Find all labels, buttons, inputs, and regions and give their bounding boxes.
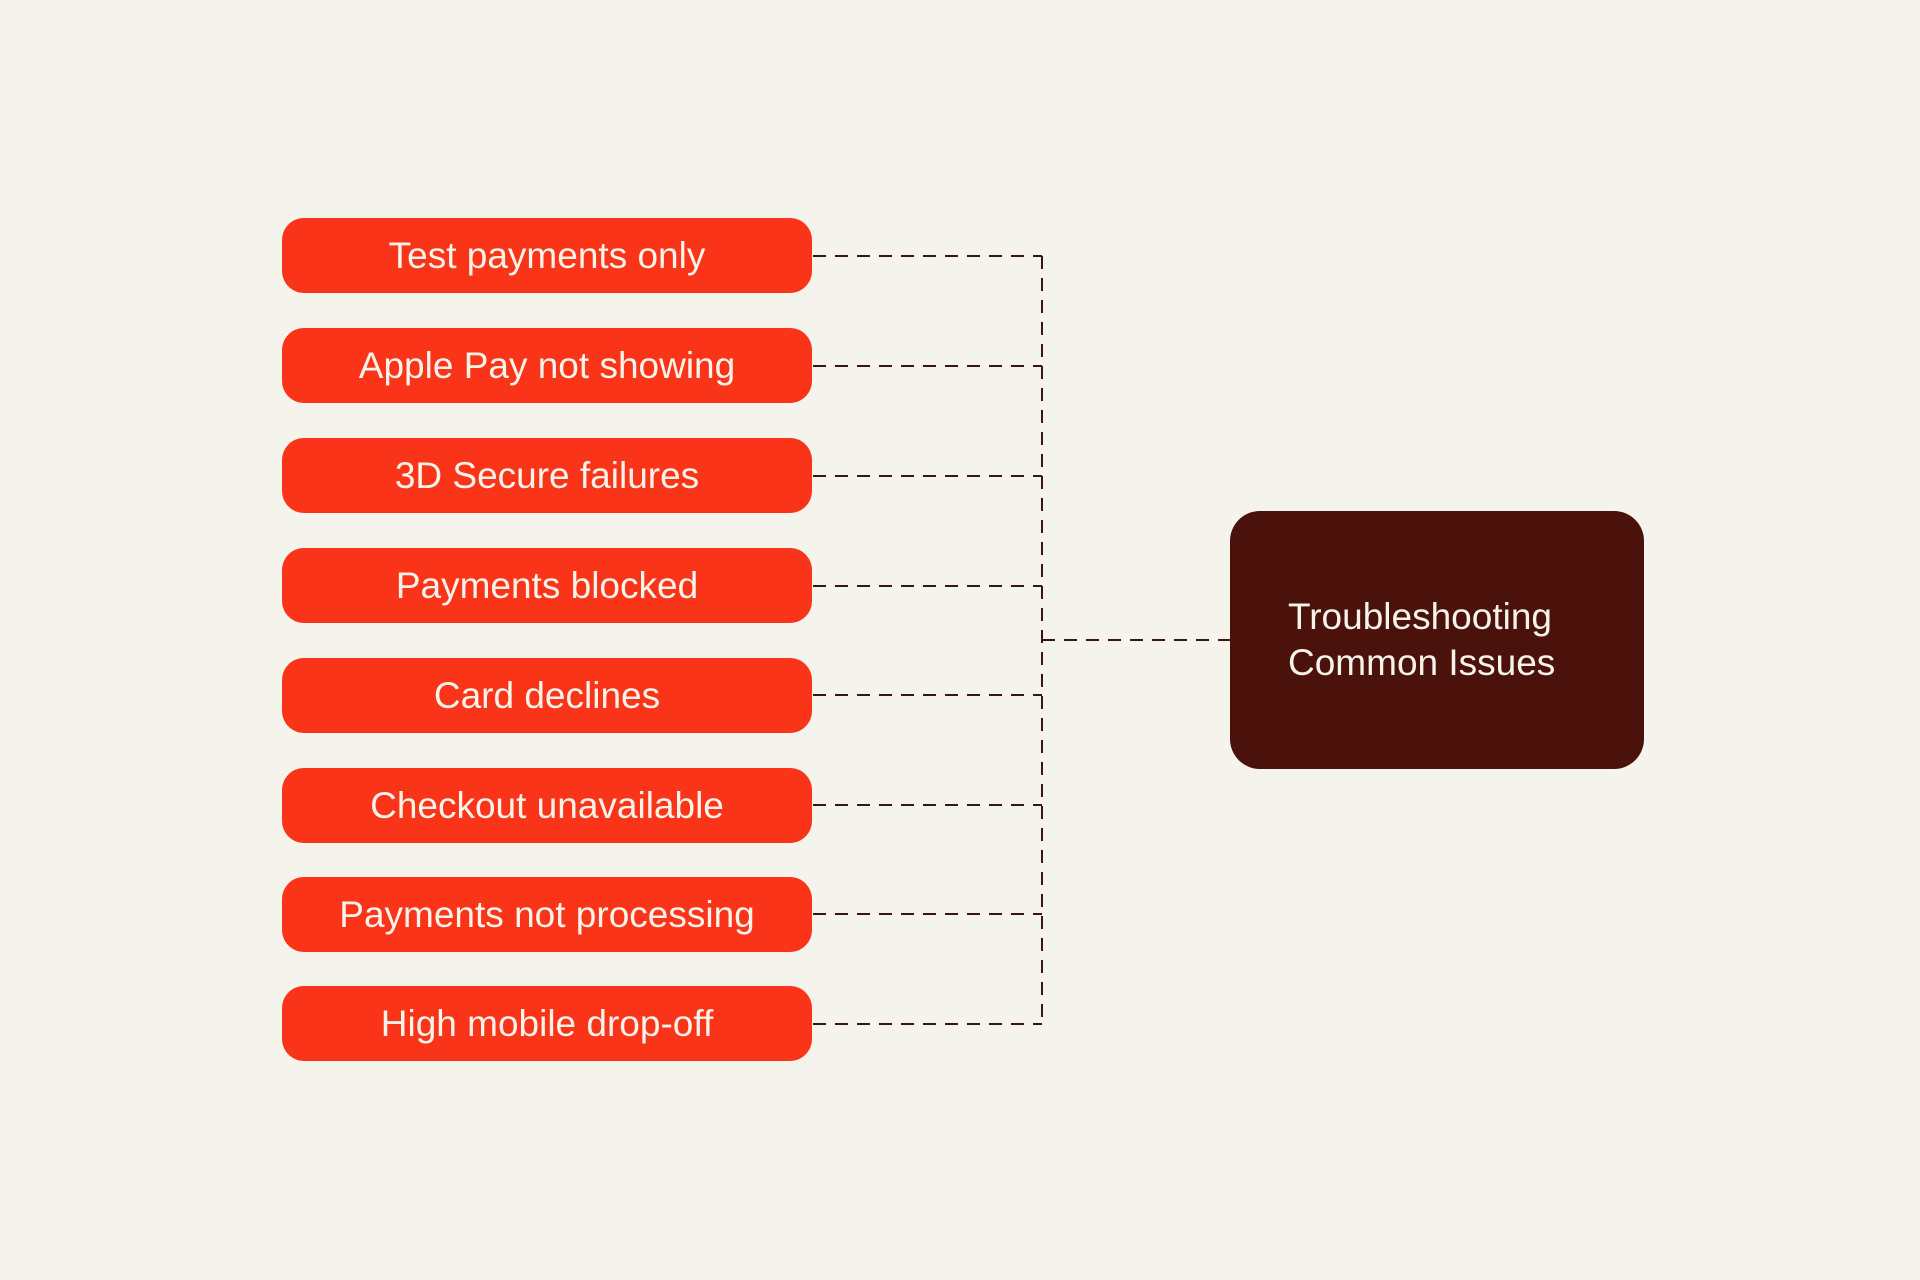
issue-label: Checkout unavailable	[370, 785, 724, 826]
issue-node-checkout-unavailable[interactable]: Checkout unavailable	[282, 768, 812, 843]
issue-label: Card declines	[433, 675, 661, 716]
root-node-troubleshooting-common-issues[interactable]: Troubleshooting Common Issues	[1230, 511, 1644, 769]
issue-node-test-payments-only[interactable]: Test payments only	[282, 218, 812, 293]
issue-node-payments-not-processing[interactable]: Payments not processing	[282, 877, 812, 952]
issue-label: Test payments only	[388, 235, 706, 276]
issue-label: Apple Pay not showing	[358, 345, 736, 386]
issue-label: High mobile drop-off	[380, 1003, 714, 1044]
issue-label: 3D Secure failures	[394, 455, 700, 496]
issue-node-payments-blocked[interactable]: Payments blocked	[282, 548, 812, 623]
issue-node-3d-secure-failures[interactable]: 3D Secure failures	[282, 438, 812, 513]
root-node-label: Troubleshooting Common Issues	[1288, 596, 1556, 683]
issue-node-apple-pay-not-showing[interactable]: Apple Pay not showing	[282, 328, 812, 403]
issue-node-card-declines[interactable]: Card declines	[282, 658, 812, 733]
issue-label: Payments not processing	[339, 894, 755, 935]
issue-node-high-mobile-drop-off[interactable]: High mobile drop-off	[282, 986, 812, 1061]
issue-label: Payments blocked	[395, 565, 699, 606]
